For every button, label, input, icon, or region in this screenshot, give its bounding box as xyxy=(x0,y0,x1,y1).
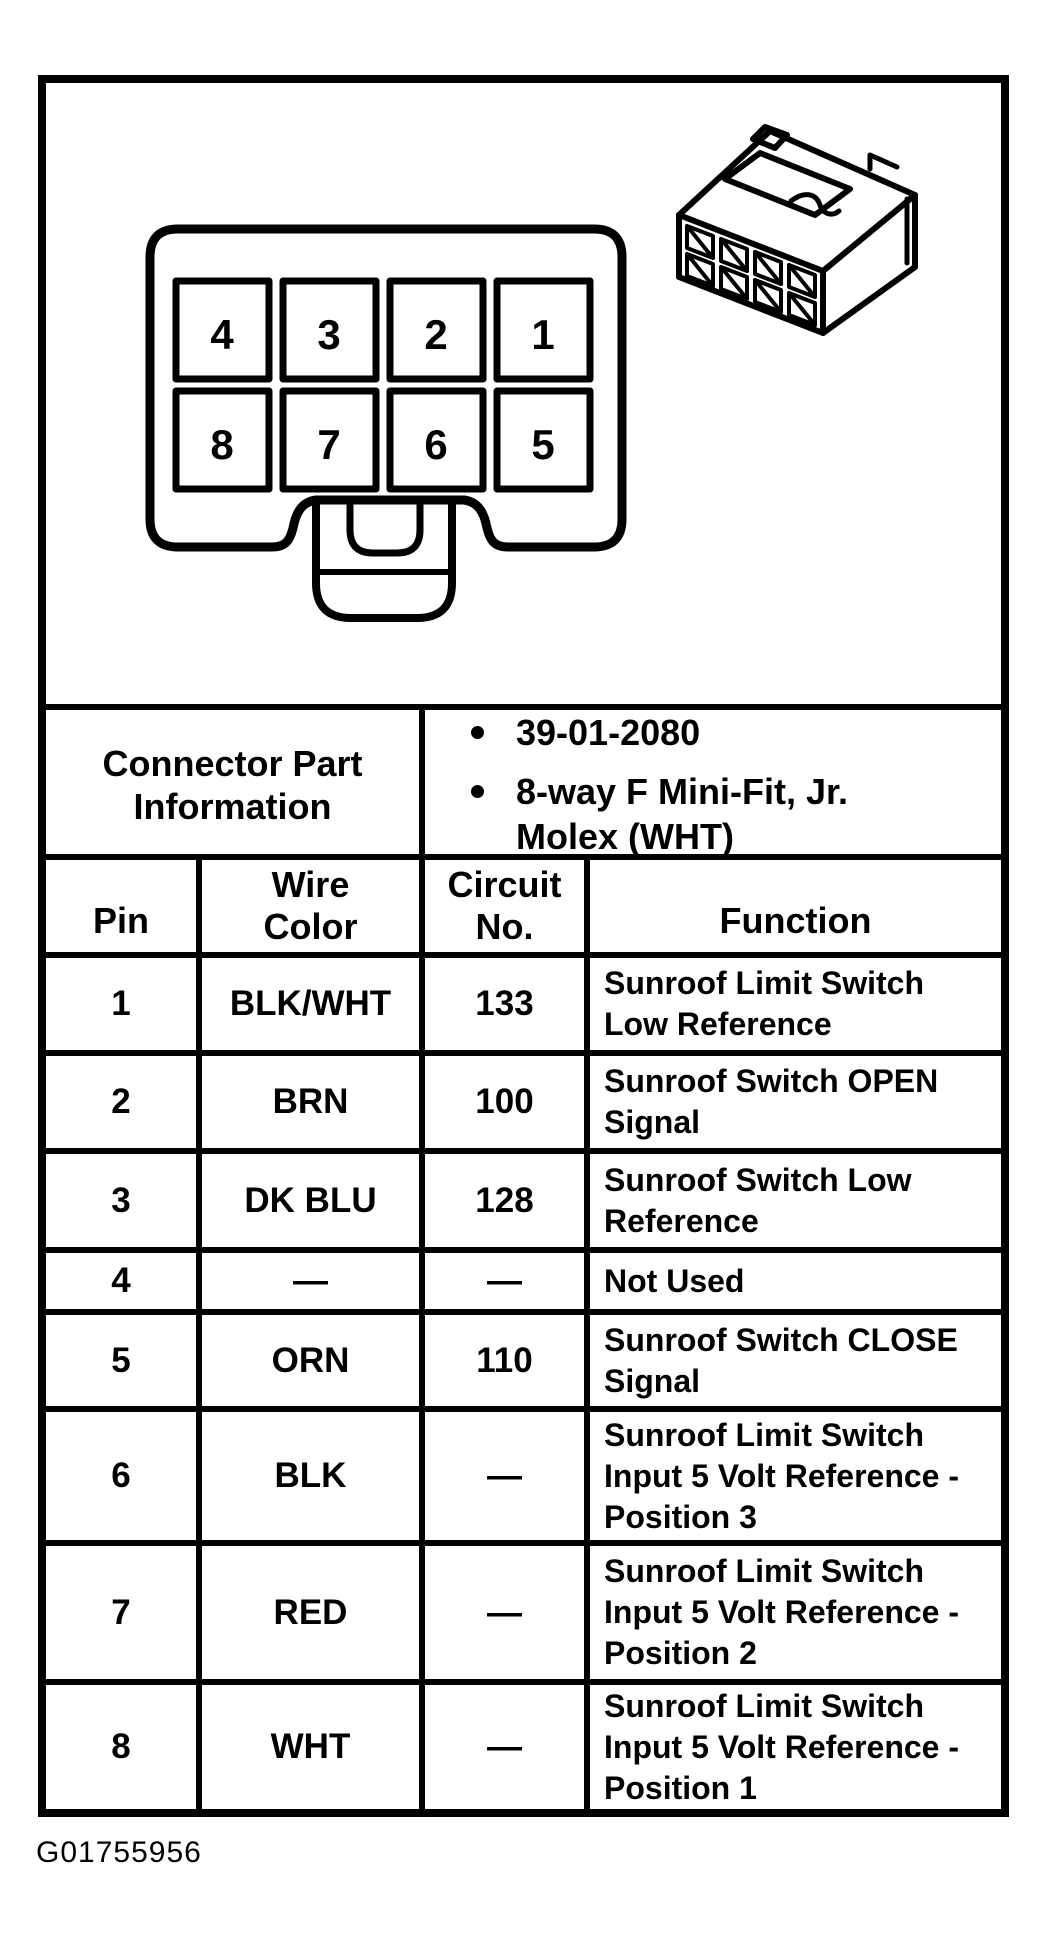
cavity-4 xyxy=(172,277,273,383)
header-function: Function xyxy=(584,860,1001,952)
wire-color-cell: WHT xyxy=(196,1685,419,1809)
wire-color-cell: BLK/WHT xyxy=(196,958,419,1050)
table-row: 2 BRN 100 Sunroof Switch OPEN Signal xyxy=(46,1050,1001,1148)
connector-drawing: 4 3 2 1 8 7 6 5 xyxy=(145,124,918,622)
wire-color-cell: ORN xyxy=(196,1315,419,1406)
figure-code: G01755956 xyxy=(36,1836,202,1869)
table-row: 5 ORN 110 Sunroof Switch CLOSE Signal xyxy=(46,1309,1001,1406)
cavity-7 xyxy=(279,387,380,493)
face-housing-outline xyxy=(145,224,627,552)
latch-strip xyxy=(722,150,853,218)
cavity-label-8: 8 xyxy=(210,421,233,468)
wire-color-cell: — xyxy=(196,1253,419,1309)
pin-cell: 1 xyxy=(111,984,131,1023)
header-pin: Pin xyxy=(92,900,149,941)
cavity-label-1: 1 xyxy=(531,311,554,358)
wire-color-cell: DK BLU xyxy=(196,1154,419,1247)
wire-color-cell: RED xyxy=(196,1546,419,1679)
cavity-2 xyxy=(386,277,487,383)
wire-color-cell: BRN xyxy=(196,1056,419,1148)
connector-illustrations: 4 3 2 1 8 7 6 5 xyxy=(46,83,1001,704)
latch-arm xyxy=(788,192,842,217)
part-description-bullet: 8-way F Mini-Fit, Jr. Molex (WHT) xyxy=(471,769,848,859)
part-info-title: Connector Part Information xyxy=(102,742,363,827)
circuit-no-cell: 133 xyxy=(419,958,584,1050)
circuit-no-cell: 128 xyxy=(419,1154,584,1247)
function-cell: Not Used xyxy=(584,1253,1001,1309)
housing-edges xyxy=(676,192,918,336)
table-row: 7 RED — Sunroof Limit Switch Input 5 Vol… xyxy=(46,1540,1001,1679)
table-row: 6 BLK — Sunroof Limit Switch Input 5 Vol… xyxy=(46,1406,1001,1540)
part-number-bullet: 39-01-2080 xyxy=(471,710,700,755)
cavity-6 xyxy=(386,387,487,493)
face-latch-tab xyxy=(312,496,456,622)
part-number: 39-01-2080 xyxy=(516,712,701,753)
circuit-no-cell: — xyxy=(419,1546,584,1679)
face-latch-inner-slot xyxy=(346,499,424,557)
wire-color-cell: BLK xyxy=(196,1412,419,1540)
pin-cell: 4 xyxy=(111,1261,131,1300)
part-description: 8-way F Mini-Fit, Jr. Molex (WHT) xyxy=(516,771,849,857)
cavity-label-4: 4 xyxy=(210,311,234,358)
cavity-label-7: 7 xyxy=(317,421,340,468)
header-circuit-no: Circuit No. xyxy=(419,860,584,952)
top-tab xyxy=(750,124,790,151)
connector-3d-view xyxy=(676,124,918,336)
bullet-icon xyxy=(471,785,484,798)
function-cell: Sunroof Limit Switch Input 5 Volt Refere… xyxy=(584,1412,1001,1540)
table-row: 8 WHT — Sunroof Limit Switch Input 5 Vol… xyxy=(46,1679,1001,1809)
connector-face-view: 4 3 2 1 8 7 6 5 xyxy=(145,224,627,622)
function-cell: Sunroof Limit Switch Input 5 Volt Refere… xyxy=(584,1685,1001,1809)
pin-cell: 3 xyxy=(111,1180,131,1220)
iso-cavities xyxy=(685,224,817,327)
header-wire-color: Wire Color xyxy=(196,860,419,952)
cavity-5 xyxy=(493,387,594,493)
cavity-3 xyxy=(279,277,380,383)
pin-cell: 5 xyxy=(111,1340,131,1380)
pin-table-header: Pin Wire Color Circuit No. Function xyxy=(46,854,1001,952)
cavity-8 xyxy=(172,387,273,493)
table-row: 3 DK BLU 128 Sunroof Switch Low Referenc… xyxy=(46,1148,1001,1247)
cavity-label-2: 2 xyxy=(424,311,447,358)
circuit-no-cell: — xyxy=(419,1685,584,1809)
circuit-no-cell: 110 xyxy=(419,1315,584,1406)
function-cell: Sunroof Limit Switch Input 5 Volt Refere… xyxy=(584,1546,1001,1679)
function-cell: Sunroof Switch CLOSE Signal xyxy=(584,1315,1001,1406)
pin-cell: 8 xyxy=(111,1727,131,1766)
part-info-details: 39-01-2080 8-way F Mini-Fit, Jr. Molex (… xyxy=(419,710,1001,859)
circuit-no-cell: 100 xyxy=(419,1056,584,1148)
circuit-no-cell: — xyxy=(419,1412,584,1540)
function-cell: Sunroof Limit Switch Low Reference xyxy=(584,958,1001,1050)
cavity-label-3: 3 xyxy=(317,311,340,358)
cavity-label-6: 6 xyxy=(424,421,447,468)
pin-cell: 7 xyxy=(111,1592,131,1632)
part-info-row: Connector Part Information 39-01-2080 8-… xyxy=(46,704,1001,859)
pin-cell: 2 xyxy=(111,1082,131,1121)
circuit-no-cell: — xyxy=(419,1253,584,1309)
function-cell: Sunroof Switch OPEN Signal xyxy=(584,1056,1001,1148)
bullet-icon xyxy=(471,726,484,739)
cavity-1 xyxy=(493,277,594,383)
rear-step xyxy=(867,152,910,266)
figure-frame: 4 3 2 1 8 7 6 5 xyxy=(38,75,1009,1817)
table-row: 1 BLK/WHT 133 Sunroof Limit Switch Low R… xyxy=(46,952,1001,1050)
table-row: 4 — — Not Used xyxy=(46,1247,1001,1309)
pin-cell: 6 xyxy=(111,1456,131,1495)
function-cell: Sunroof Switch Low Reference xyxy=(584,1154,1001,1247)
cavity-label-5: 5 xyxy=(531,421,554,468)
